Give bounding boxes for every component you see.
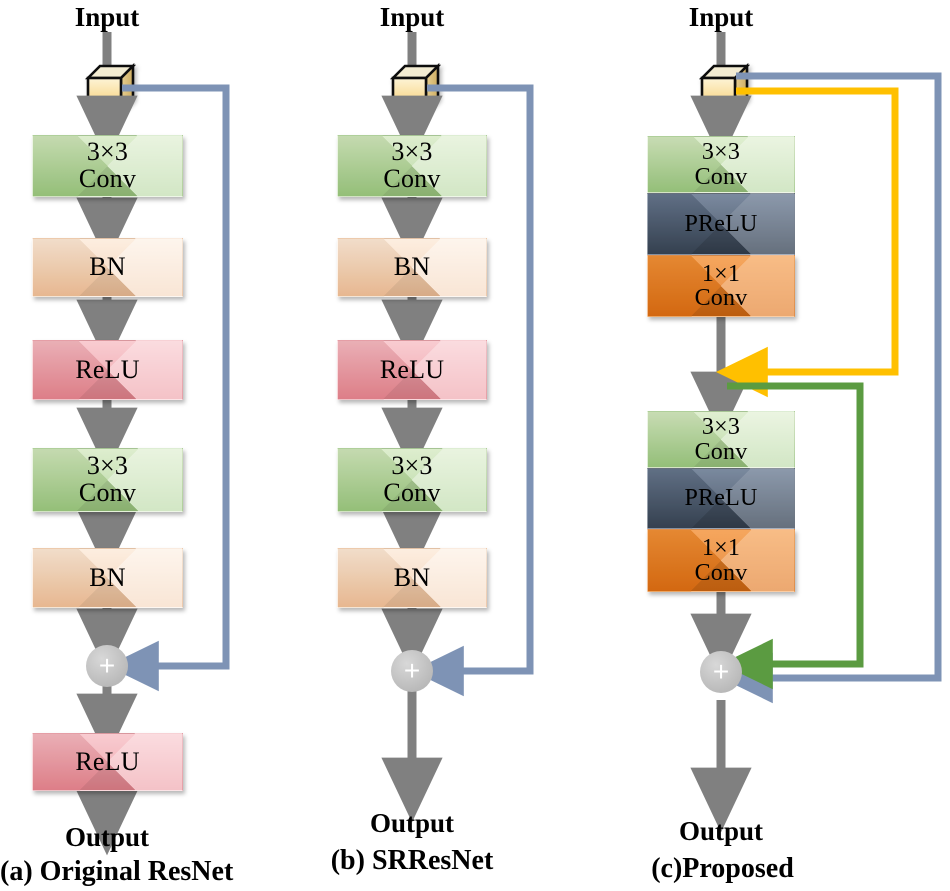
block-label-line1: PReLU	[684, 485, 758, 512]
block-c-prelu-2[interactable]: PReLU	[647, 468, 795, 529]
block-a-bn-2[interactable]: BN	[32, 548, 183, 608]
block-label-line1: BN	[393, 562, 431, 592]
block-label-line1: BN	[393, 252, 431, 282]
block-label-line2: Conv	[694, 163, 748, 190]
output-label-b: Output	[369, 808, 455, 838]
block-label-line1: BN	[89, 252, 126, 282]
block-b-relu-1[interactable]: ReLU	[337, 340, 487, 400]
adder-a	[86, 645, 128, 687]
block-label-line1: 1×1	[701, 535, 741, 562]
block-c-conv3x3-1[interactable]: 3×3 Conv	[647, 136, 795, 193]
input-cube-c	[698, 62, 751, 114]
block-b-bn-1[interactable]: BN	[337, 238, 487, 297]
block-a-bn-1[interactable]: BN	[32, 238, 183, 297]
block-label-line1: ReLU	[379, 354, 445, 384]
input-label-c: Input	[688, 2, 754, 32]
block-label-line1: 3×3	[701, 139, 741, 166]
block-b-conv3x3-1[interactable]: 3×3 Conv	[337, 135, 487, 197]
block-label-line1: ReLU	[75, 746, 140, 776]
block-label-line2: Conv	[78, 164, 137, 193]
block-label-line2: Conv	[383, 164, 441, 193]
block-label-line1: 1×1	[701, 260, 741, 287]
block-b-bn-2[interactable]: BN	[337, 548, 487, 608]
adder-a-symbol: +	[98, 650, 116, 681]
adder-b	[391, 650, 433, 692]
block-label-line2: Conv	[78, 478, 137, 507]
block-label-line2: Conv	[694, 438, 748, 465]
block-label-line1: BN	[89, 562, 126, 592]
output-label-c: Output	[678, 816, 764, 846]
adder-b-symbol: +	[403, 655, 421, 686]
input-cube-b	[389, 62, 442, 114]
block-label-line1: 3×3	[391, 137, 433, 167]
caption-b: (b) SRResNet	[330, 845, 494, 876]
block-b-conv3x3-2[interactable]: 3×3 Conv	[337, 448, 487, 512]
block-c-conv1x1-1[interactable]: 1×1 Conv	[647, 255, 795, 317]
adder-c-symbol: +	[712, 656, 730, 687]
block-label-line2: Conv	[694, 559, 748, 586]
block-a-relu-2[interactable]: ReLU	[32, 733, 183, 791]
input-cube-a	[84, 62, 137, 114]
block-c-prelu-1[interactable]: PReLU	[647, 193, 795, 255]
input-label-a: Input	[74, 2, 140, 32]
block-a-relu-1[interactable]: ReLU	[32, 340, 183, 400]
block-label-line1: 3×3	[86, 137, 129, 167]
caption-c: (c)Proposed	[651, 853, 794, 884]
input-label-b: Input	[379, 2, 445, 32]
adder-c	[700, 651, 742, 693]
block-a-conv3x3-2[interactable]: 3×3 Conv	[32, 448, 183, 512]
block-label-line1: 3×3	[391, 451, 433, 481]
block-a-conv3x3-1[interactable]: 3×3 Conv	[32, 135, 183, 197]
block-label-line1: PReLU	[684, 210, 758, 237]
block-c-conv1x1-2[interactable]: 1×1 Conv	[647, 529, 795, 592]
block-label-line1: 3×3	[86, 451, 129, 481]
block-label-line1: ReLU	[75, 354, 140, 384]
block-label-line1: 3×3	[701, 414, 741, 441]
caption-a: (a) Original ResNet	[0, 856, 234, 887]
output-label-a: Output	[64, 822, 150, 852]
block-label-line2: Conv	[694, 285, 748, 311]
block-label-line2: Conv	[383, 478, 441, 507]
block-c-conv3x3-2[interactable]: 3×3 Conv	[647, 411, 795, 468]
